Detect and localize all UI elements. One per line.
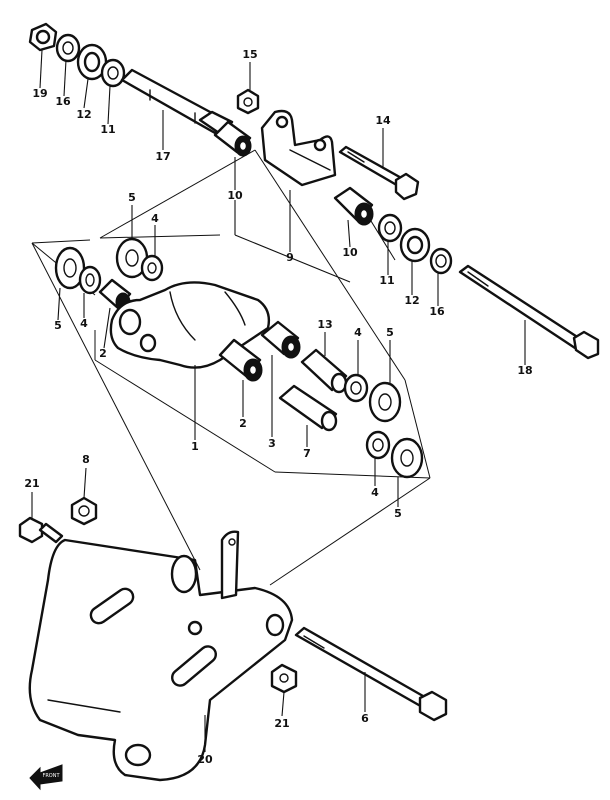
nut-15 [236, 88, 260, 115]
callout-11b: 11 [379, 274, 394, 287]
front-label: FRONT [42, 773, 60, 779]
callout-20: 20 [197, 753, 213, 766]
callout-13: 13 [317, 318, 332, 331]
bracket-9 [260, 109, 337, 187]
washer-4-left [78, 265, 102, 295]
washer-4-mid [343, 373, 369, 403]
bolt-18 [458, 264, 600, 360]
callout-10a: 10 [227, 189, 243, 202]
washer-4-low [365, 430, 391, 460]
callout-5c: 5 [386, 326, 394, 339]
callout-5b: 5 [128, 191, 136, 204]
washer-11-top [100, 58, 126, 88]
bushing-10-right [333, 186, 374, 226]
spacer-13 [300, 348, 348, 394]
washer-16-right [429, 247, 453, 275]
callout-12: 12 [76, 108, 91, 121]
bolt-21-right [270, 663, 298, 694]
bracket-20 [28, 530, 294, 782]
front-arrow-icon: FRONT [29, 764, 63, 791]
washer-5-mid [368, 381, 402, 423]
callout-3: 3 [268, 437, 276, 450]
callout-1: 1 [191, 440, 199, 453]
seal-12-right [399, 227, 431, 263]
nut-8 [70, 496, 98, 526]
bolt-14 [338, 145, 420, 201]
bushing-2-mid [218, 338, 263, 382]
washer-4-upper [140, 254, 164, 282]
callout-2a: 2 [99, 347, 107, 360]
nut-19 [28, 22, 58, 52]
callout-6: 6 [361, 712, 369, 725]
callout-10b: 10 [342, 246, 358, 259]
callout-17: 17 [155, 150, 170, 163]
callout-12b: 12 [404, 294, 419, 307]
callout-4d: 4 [371, 486, 379, 499]
callout-11: 11 [100, 123, 115, 136]
bushing-3 [260, 320, 301, 359]
callout-8: 8 [82, 453, 90, 466]
callout-5d: 5 [394, 507, 402, 520]
callout-2b: 2 [239, 417, 247, 430]
callout-4b: 4 [151, 212, 159, 225]
spacer-7 [278, 384, 338, 432]
callout-7: 7 [303, 447, 311, 460]
callout-4a: 4 [80, 317, 88, 330]
callout-labels: 19 16 12 11 17 15 14 10 10 9 11 12 16 18… [24, 48, 532, 766]
washer-5-low [390, 437, 424, 479]
leader-lines [31, 49, 526, 752]
bolt-6 [294, 626, 448, 722]
callout-14: 14 [375, 114, 391, 127]
bushing-10-top [213, 120, 252, 157]
callout-15: 15 [242, 48, 257, 61]
washer-16-top [55, 33, 81, 63]
callout-16: 16 [55, 95, 71, 108]
callout-21b: 21 [274, 717, 289, 730]
callout-21a: 21 [24, 477, 39, 490]
washer-11-right [377, 213, 403, 243]
callout-18: 18 [517, 364, 532, 377]
callout-4c: 4 [354, 326, 362, 339]
callout-9: 9 [286, 251, 294, 264]
callout-5a: 5 [54, 319, 62, 332]
callout-19: 19 [32, 87, 47, 100]
bolt-21-left [18, 516, 64, 544]
callout-16b: 16 [429, 305, 445, 318]
shaft-17 [120, 68, 234, 137]
